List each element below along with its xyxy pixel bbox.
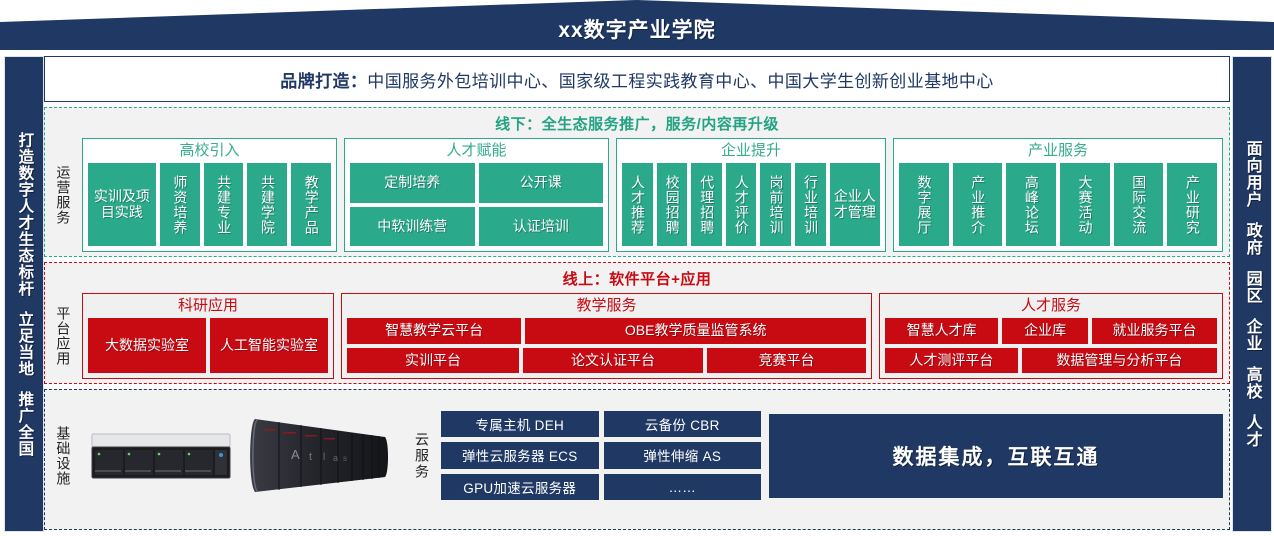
- tile-enterprise-pool[interactable]: 企业库: [1002, 318, 1089, 344]
- server-hardware-group: A t l a s: [83, 394, 403, 517]
- svg-text:A: A: [291, 447, 300, 462]
- infrastructure-side-label: 基础设施: [55, 425, 72, 486]
- tile-faculty-training[interactable]: 师资培养: [159, 163, 200, 246]
- left-rail-group-2: 推广全国: [16, 390, 34, 457]
- right-rail-group-0: 面向用户: [1243, 140, 1261, 208]
- offline-band-title: 线下：全生态服务推广，服务/内容再升级: [495, 116, 779, 133]
- tile-agency-recruit[interactable]: 代理招聘: [691, 163, 722, 246]
- svg-text:t: t: [309, 451, 312, 463]
- panel-title: 高校引入: [179, 142, 240, 159]
- cloud-tag-cbr[interactable]: 云备份 CBR: [603, 410, 761, 438]
- panel-college-introduction: 高校引入 实训及项目实践 师资培养 共建专业 共建学院 教学产品: [82, 138, 337, 252]
- panel-enterprise-upgrade: 企业提升 人才推荐 校园招聘 代理招聘 人才评价 岗前培训 行业培训 企业人才管…: [616, 138, 886, 252]
- tile-industry-promotion[interactable]: 产业推介: [952, 163, 1003, 246]
- rack-server-icon: [91, 433, 231, 478]
- cloud-service-tags: 专属主机 DEH 云备份 CBR 弹性云服务器 ECS 弹性伸缩 AS GPU加…: [441, 410, 761, 501]
- panel-title: 人才服务: [1020, 297, 1081, 314]
- tile-employment-platform[interactable]: 就业服务平台: [1092, 318, 1217, 344]
- tile-bigdata-lab[interactable]: 大数据实验室: [88, 318, 206, 373]
- cloud-tag-deh[interactable]: 专属主机 DEH: [441, 410, 599, 438]
- tile-ai-lab[interactable]: 人工智能实验室: [210, 318, 328, 373]
- tile-smart-talent-pool[interactable]: 智慧人才库: [885, 318, 999, 344]
- panel-talent-service: 人才服务 智慧人才库 企业库 就业服务平台 人才测评平台 数据管理与分析平台: [879, 293, 1223, 379]
- tile-smart-teaching-cloud[interactable]: 智慧教学云平台: [347, 318, 522, 344]
- tile-joint-college[interactable]: 共建学院: [247, 163, 288, 246]
- tile-thesis-certification[interactable]: 论文认证平台: [522, 347, 704, 373]
- online-side-label: 平台应用: [55, 306, 72, 366]
- tile-data-analysis-platform[interactable]: 数据管理与分析平台: [1021, 347, 1217, 373]
- tile-digital-exhibition[interactable]: 数字展厅: [899, 163, 949, 246]
- tile-talent-assessment[interactable]: 人才测评平台: [885, 347, 1018, 373]
- right-rail-group-5: 人才: [1243, 414, 1261, 448]
- offline-band: 线下：全生态服务推广，服务/内容再升级 运营服务 高校引入 实训及项目实践 师资…: [44, 107, 1230, 257]
- page-title: xx数字产业学院: [558, 19, 716, 42]
- tile-industry-research[interactable]: 产业研究: [1167, 163, 1218, 246]
- panel-title: 人才赋能: [446, 142, 507, 159]
- tile-open-class[interactable]: 公开课: [478, 163, 603, 203]
- data-integration-banner: 数据集成，互联互通: [769, 413, 1223, 498]
- brand-text: 中国服务外包培训中心、国家级工程实践教育中心、中国大学生创新创业基地中心: [367, 71, 994, 91]
- panel-industry-service: 产业服务 数字展厅 产业推介 高峰论坛 大赛活动 国际交流 产业研究: [893, 138, 1223, 252]
- panel-teaching-service: 教学服务 智慧教学云平台 OBE教学质量监管系统 实训平台 论文认证平台 竞赛平…: [341, 293, 872, 379]
- tile-joint-major[interactable]: 共建专业: [203, 163, 244, 246]
- tile-enterprise-talent-mgmt[interactable]: 企业人才管理: [829, 163, 881, 246]
- brand-banner: 品牌打造： 中国服务外包培训中心、国家级工程实践教育中心、中国大学生创新创业基地…: [44, 56, 1230, 102]
- roof-banner: xx数字产业学院: [0, 0, 1274, 50]
- panel-talent-empowerment: 人才赋能 定制培养 公开课 中软训练营 认证培训: [344, 138, 609, 252]
- right-rail-group-3: 企业: [1243, 318, 1261, 352]
- panel-research-application: 科研应用 大数据实验室 人工智能实验室: [82, 293, 334, 379]
- tile-campus-recruit[interactable]: 校园招聘: [656, 163, 688, 246]
- tile-competition-event[interactable]: 大赛活动: [1060, 163, 1110, 246]
- svg-text:a: a: [333, 453, 338, 463]
- cloud-tag-as[interactable]: 弹性伸缩 AS: [603, 442, 761, 469]
- tile-obe-quality-system[interactable]: OBE教学质量监管系统: [525, 318, 866, 344]
- panel-title: 科研应用: [177, 297, 238, 314]
- tile-custom-training[interactable]: 定制培养: [350, 163, 475, 203]
- tile-internship-project[interactable]: 实训及项目实践: [88, 163, 156, 246]
- tile-industry-training[interactable]: 行业培训: [795, 163, 826, 246]
- cloud-tag-more[interactable]: ……: [603, 473, 761, 501]
- left-rail-group-0: 打造数字人才生态标杆: [16, 131, 34, 297]
- atlas-cabinet-icon: A t l a s: [250, 418, 388, 492]
- tile-international-exchange[interactable]: 国际交流: [1113, 163, 1164, 246]
- tile-pre-job-training[interactable]: 岗前培训: [760, 163, 792, 246]
- online-band: 线上：软件平台+应用 平台应用 科研应用 大数据实验室 人工智能实验室 教学服务: [44, 262, 1230, 384]
- panel-title: 企业提升: [720, 142, 781, 159]
- cloud-tag-ecs[interactable]: 弹性云服务器 ECS: [441, 442, 599, 469]
- left-rail: 打造数字人才生态标杆 立足当地 推广全国: [4, 56, 44, 532]
- tile-summit-forum[interactable]: 高峰论坛: [1006, 163, 1057, 246]
- right-rail-group-1: 政府: [1243, 222, 1261, 256]
- tile-zhongruan-bootcamp[interactable]: 中软训练营: [350, 206, 475, 246]
- diagram-stage: 品牌打造： 中国服务外包培训中心、国家级工程实践教育中心、中国大学生创新创业基地…: [44, 56, 1230, 530]
- left-rail-group-1: 立足当地: [16, 310, 34, 377]
- cloud-tag-gpu[interactable]: GPU加速云服务器: [441, 473, 599, 501]
- tile-talent-evaluation[interactable]: 人才评价: [725, 163, 757, 246]
- tile-talent-recommend[interactable]: 人才推荐: [622, 163, 653, 246]
- online-band-title: 线上：软件平台+应用: [562, 271, 712, 288]
- svg-text:s: s: [343, 454, 347, 463]
- offline-side-label: 运营服务: [55, 165, 72, 225]
- brand-label: 品牌打造：: [280, 71, 368, 91]
- panel-title: 教学服务: [576, 297, 637, 314]
- right-rail-group-4: 高校: [1243, 366, 1261, 400]
- tile-certification-training[interactable]: 认证培训: [478, 206, 603, 246]
- right-rail: 面向用户 政府 园区 企业 高校 人才: [1232, 56, 1272, 532]
- tile-teaching-product[interactable]: 教学产品: [291, 163, 331, 246]
- tile-competition-platform[interactable]: 竞赛平台: [707, 347, 866, 373]
- tile-training-platform[interactable]: 实训平台: [347, 347, 519, 373]
- cloud-service-label: 云服务: [414, 431, 430, 480]
- right-rail-group-2: 园区: [1243, 270, 1261, 304]
- infrastructure-band: 基础设施: [44, 389, 1230, 530]
- svg-text:l: l: [323, 452, 325, 463]
- panel-title: 产业服务: [1027, 142, 1088, 159]
